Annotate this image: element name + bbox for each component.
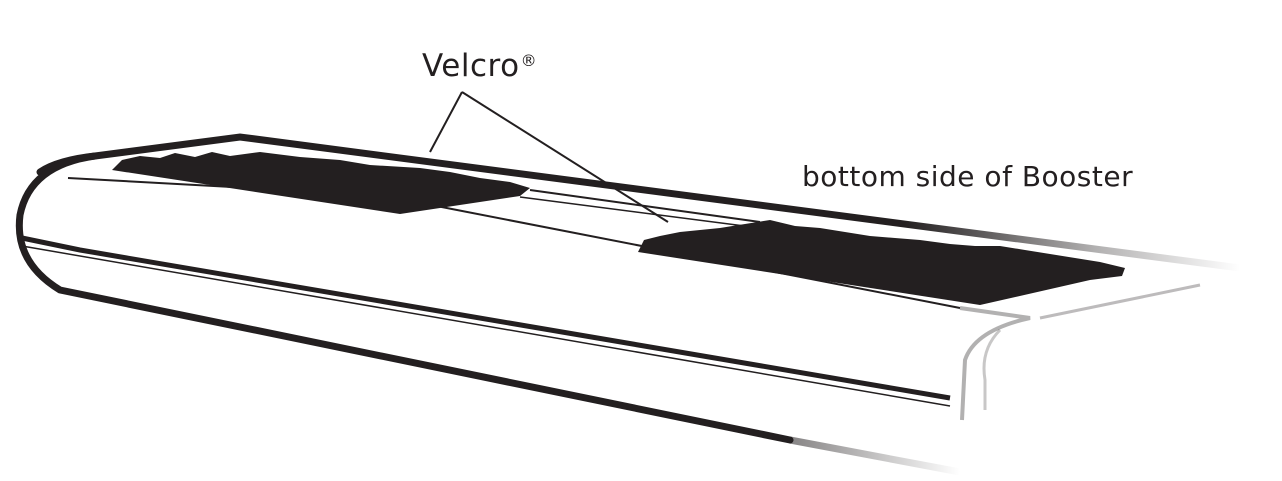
registered-mark: ® <box>520 51 538 70</box>
leader-line-left <box>429 91 463 153</box>
bottom-edge-fade <box>789 436 961 476</box>
top-strip-line-1 <box>529 189 761 223</box>
leader-line-right <box>461 91 669 223</box>
velcro-patch-left <box>112 152 530 214</box>
velcro-label: Velcro® <box>422 48 537 84</box>
velcro-text: Velcro <box>422 48 520 84</box>
side-groove-line <box>21 235 951 401</box>
right-end-inner <box>982 328 1002 410</box>
top-strip-line-2 <box>519 196 761 229</box>
right-end-top <box>1039 283 1201 320</box>
side-groove-line-thin <box>21 245 951 407</box>
bottom-side-label: bottom side of Booster <box>802 160 1134 193</box>
left-rounded-end <box>15 152 794 444</box>
right-end-corner <box>959 306 1031 421</box>
velcro-patch-right <box>638 220 1125 305</box>
